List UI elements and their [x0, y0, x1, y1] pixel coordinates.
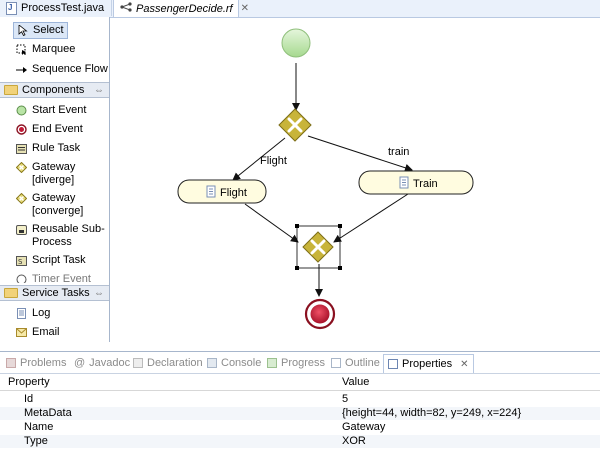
palette-marquee[interactable]: Marquee: [16, 43, 75, 56]
close-icon[interactable]: ✕: [240, 3, 249, 14]
views-tab-bar: Problems @ Javadoc Declaration Console P…: [0, 351, 600, 374]
palette-log[interactable]: Log: [16, 307, 50, 320]
svg-text:S: S: [18, 258, 23, 266]
properties-icon: [388, 359, 398, 369]
edge-train-to-merge[interactable]: [333, 193, 409, 243]
gateway-diverge-icon: [16, 162, 27, 173]
tab-problems[interactable]: Problems: [6, 355, 66, 371]
outline-icon: [331, 358, 341, 368]
tab-javadoc[interactable]: @ Javadoc: [74, 357, 131, 369]
console-icon: [207, 358, 217, 368]
marquee-icon: [16, 44, 27, 55]
tab-label: PassengerDecide.rf: [136, 2, 233, 15]
tab-label: ProcessTest.java: [21, 2, 105, 14]
task-flight[interactable]: Flight: [177, 179, 267, 204]
gateway-converge-icon: [16, 193, 27, 204]
pin-icon[interactable]: ⇔: [94, 85, 104, 96]
document-icon: [399, 176, 409, 189]
palette-reusable-sub-process[interactable]: Reusable Sub-Process: [16, 223, 108, 249]
java-file-icon: J: [6, 1, 17, 15]
start-event-icon: [16, 105, 27, 116]
task-flight-label: Flight: [220, 187, 247, 199]
palette-email[interactable]: Email: [16, 326, 60, 339]
tab-process-test-java[interactable]: J ProcessTest.java: [0, 0, 112, 16]
palette: Select Marquee Sequence Flow Components …: [0, 17, 110, 342]
palette-gateway-diverge[interactable]: Gateway [diverge]: [16, 161, 96, 187]
declaration-icon: [133, 358, 143, 368]
script-task-icon: S: [16, 255, 27, 266]
drawer-service-tasks[interactable]: Service Tasks ⇔: [0, 285, 109, 301]
drawer-components[interactable]: Components ⇔: [0, 82, 109, 98]
table-row[interactable]: Id 5: [24, 393, 349, 405]
email-icon: [16, 327, 27, 338]
log-icon: [16, 308, 27, 319]
arrow-pointer-icon: [17, 25, 28, 36]
at-icon: @: [74, 357, 86, 369]
pin-icon[interactable]: ⇔: [94, 288, 104, 299]
start-event[interactable]: [281, 28, 311, 58]
timer-event-icon: [16, 274, 27, 283]
diagram-canvas[interactable]: Flight train Flight Train: [110, 18, 600, 343]
tab-properties[interactable]: Properties ✕: [383, 354, 474, 373]
task-train-label: Train: [413, 178, 438, 190]
edge-flight-to-merge[interactable]: [244, 203, 299, 243]
tab-passenger-decide-rf[interactable]: PassengerDecide.rf ✕: [113, 0, 249, 17]
palette-start-event[interactable]: Start Event: [16, 104, 86, 117]
properties-header: Property Value: [0, 374, 600, 391]
sub-process-icon: [16, 224, 27, 235]
column-header-value: Value: [342, 376, 370, 388]
document-icon: [206, 185, 216, 198]
rule-task-icon: [16, 143, 27, 154]
table-row[interactable]: MetaData {height=44, width=82, y=249, x=…: [0, 407, 600, 420]
folder-icon: [4, 288, 18, 298]
arrow-right-icon: [16, 64, 27, 75]
end-event[interactable]: [304, 298, 336, 330]
end-event-icon: [16, 124, 27, 135]
edge-label-train: train: [388, 146, 409, 158]
progress-icon: [267, 358, 277, 368]
problems-icon: [6, 358, 16, 368]
palette-rule-task[interactable]: Rule Task: [16, 142, 80, 155]
tab-console[interactable]: Console: [207, 355, 261, 371]
table-row[interactable]: Type XOR: [0, 435, 600, 448]
palette-gateway-converge[interactable]: Gateway [converge]: [16, 192, 96, 218]
gateway-converge[interactable]: [295, 224, 342, 270]
flow-file-icon: [120, 2, 132, 15]
palette-timer-event[interactable]: Timer Event: [16, 273, 91, 283]
palette-script-task[interactable]: S Script Task: [16, 254, 86, 266]
palette-sequence-flow[interactable]: Sequence Flow: [16, 63, 108, 76]
tab-outline[interactable]: Outline: [331, 355, 380, 371]
tab-progress[interactable]: Progress: [267, 355, 325, 371]
properties-table: Property Value Id 5 MetaData {height=44,…: [0, 374, 600, 455]
column-header-property: Property: [8, 376, 50, 388]
edge-gateway-to-train[interactable]: [307, 135, 413, 172]
close-icon[interactable]: ✕: [460, 358, 469, 370]
table-row[interactable]: Name Gateway: [24, 421, 386, 433]
process-diagram: Flight train Flight Train: [177, 28, 474, 330]
editor-tab-bar: J ProcessTest.java PassengerDecide.rf ✕: [0, 0, 600, 18]
tab-declaration[interactable]: Declaration: [133, 355, 203, 371]
edge-label-flight: Flight: [260, 155, 287, 167]
folder-icon: [4, 85, 18, 95]
task-train[interactable]: Train: [358, 170, 474, 195]
palette-select[interactable]: Select: [13, 22, 68, 39]
gateway-diverge[interactable]: [278, 108, 312, 142]
edge-gateway-to-flight[interactable]: [232, 137, 286, 181]
palette-end-event[interactable]: End Event: [16, 123, 83, 136]
